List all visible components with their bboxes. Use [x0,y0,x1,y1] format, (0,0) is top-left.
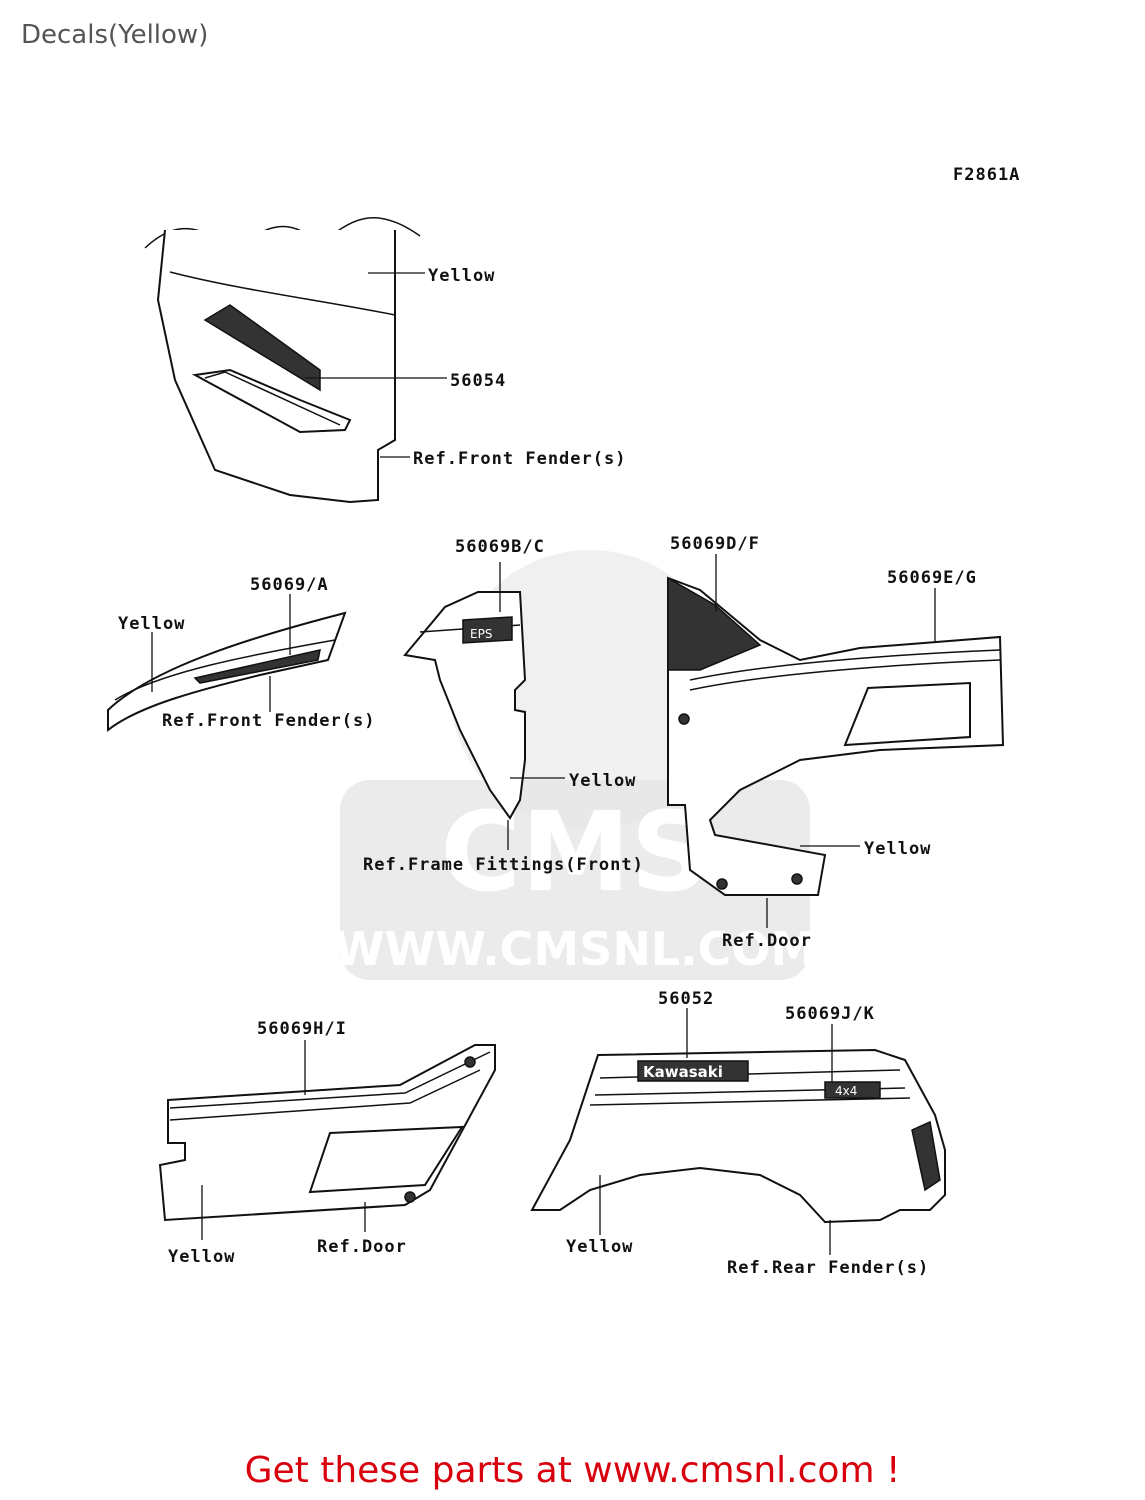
stripe-part-label: 56069/A [250,575,329,595]
rear-door-ref-label: Ref.Door [317,1237,407,1257]
front-fender-hood [144,217,421,504]
page-title: Decals(Yellow) [21,20,209,50]
panel-bc-part-label: 56069B/C [455,537,545,557]
panel-bc-ref-label: Ref.Frame Fittings(Front) [363,855,644,875]
figure-code: F2861A [953,165,1020,185]
vent-decal [667,576,762,671]
fender-ref-label: Ref.Rear Fender(s) [727,1258,929,1278]
teryx-decal [203,304,321,392]
panel-bc-color-label: Yellow [569,771,636,791]
watermark-url: WWW.CMSNL.COM [334,922,817,976]
rear-door [158,1044,496,1222]
hood-part-label: 56054 [450,371,506,391]
fender-logo-part-label: 56052 [658,989,714,1009]
frame-panel: EPS [403,591,527,820]
rear-door-part-label: 56069H/I [257,1019,347,1039]
door-df-part-label: 56069D/F [670,534,760,554]
fender-jk-part-label: 56069J/K [785,1004,875,1024]
front-door [667,576,1005,896]
hood-ref-label: Ref.Front Fender(s) [413,449,626,469]
door-ref-label: Ref.Door [722,931,812,951]
watermark-logo: CMS [440,788,709,916]
4x4-decal-text: 4x4 [835,1084,857,1098]
fender-color-label: Yellow [566,1237,633,1257]
stripe-ref-label: Ref.Front Fender(s) [162,711,375,731]
footer-link[interactable]: Get these parts at www.cmsnl.com ! [244,1450,901,1491]
door-color-label: Yellow [864,839,931,859]
stripe-color-label: Yellow [118,614,185,634]
hood-color-label: Yellow [428,266,495,286]
eps-decal-text: EPS [470,627,492,641]
kawasaki-decal-text: Kawasaki [643,1063,723,1081]
rear-fender: Kawasaki 4x4 [530,1048,946,1224]
door-eg-part-label: 56069E/G [887,568,977,588]
rear-door-color-label: Yellow [168,1247,235,1267]
fender-stripe [107,611,347,733]
